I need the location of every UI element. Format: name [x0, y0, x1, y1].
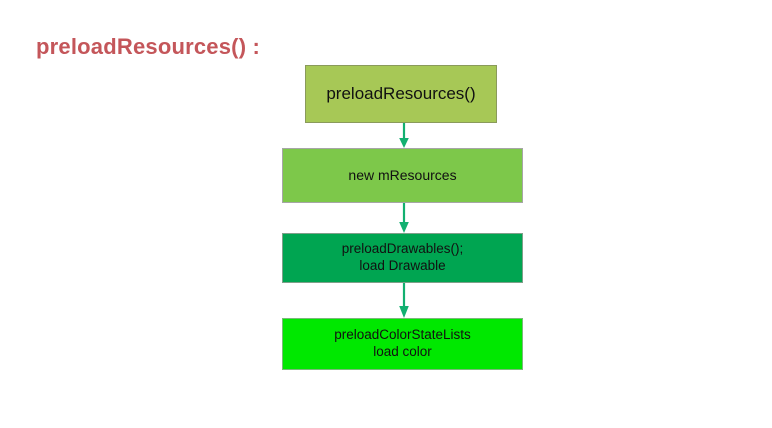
- connector-arrow-down-2: [399, 203, 409, 233]
- flow-node-preload-resources[interactable]: preloadResources(): [305, 65, 497, 123]
- page-title: preloadResources() :: [36, 34, 261, 59]
- flow-node-preload-colorstatelists[interactable]: preloadColorStateLists load color: [282, 318, 523, 370]
- flow-node-new-mresources[interactable]: new mResources: [282, 148, 523, 203]
- connector-arrow-down-3: [399, 283, 409, 318]
- flow-node-preload-drawables[interactable]: preloadDrawables(); load Drawable: [282, 233, 523, 283]
- connector-arrow-down-1: [399, 123, 409, 148]
